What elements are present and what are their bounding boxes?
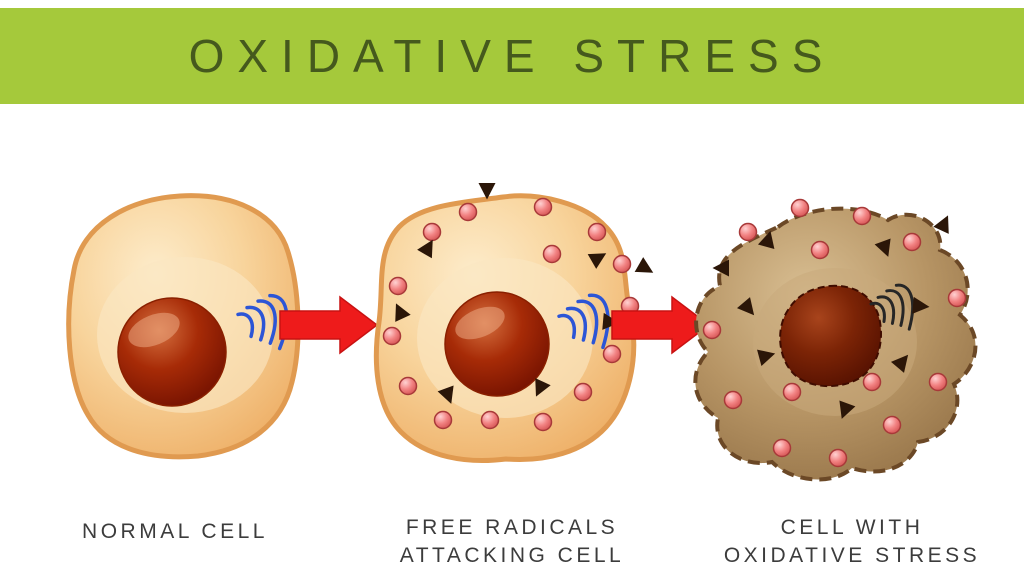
arrow-right-icon <box>611 295 711 355</box>
free-radical-icon <box>772 438 792 458</box>
free-radical-icon <box>542 244 562 264</box>
normal-cell-illustration <box>66 193 301 460</box>
free-radical-icon <box>398 376 418 396</box>
free-radical-icon <box>947 288 967 308</box>
title-banner: OXIDATIVE STRESS <box>0 8 1024 104</box>
attacked-cell-illustration <box>373 183 658 464</box>
stressed-cell-illustration <box>693 198 978 482</box>
page-title: OXIDATIVE STRESS <box>188 30 836 82</box>
free-radical-icon <box>602 344 622 364</box>
nucleus-highlight <box>128 312 180 348</box>
nucleus-highlight <box>455 306 505 340</box>
free-radical-icon <box>533 197 553 217</box>
arrow-right-icon <box>279 295 379 355</box>
free-radical-icon <box>702 320 722 340</box>
free-radical-icon <box>782 382 802 402</box>
free-radical-icon <box>433 410 453 430</box>
free-radical-icon <box>828 448 848 468</box>
free-radical-icon <box>533 412 553 432</box>
damaged-nucleus <box>779 284 882 388</box>
dark-triangle-icon <box>933 211 956 234</box>
label-free-radicals-attacking-cell: FREE RADICALS ATTACKING CELL <box>399 516 625 567</box>
free-radical-icon <box>882 415 902 435</box>
free-radical-icon <box>422 222 442 242</box>
free-radical-icon <box>388 276 408 296</box>
free-radical-icon <box>573 382 593 402</box>
free-radical-icon <box>480 410 500 430</box>
free-radical-icon <box>382 326 402 346</box>
free-radical-icon <box>458 202 478 222</box>
label-normal-cell: NORMAL CELL <box>82 520 268 543</box>
label-cell-with-oxidative-stress: CELL WITH OXIDATIVE STRESS <box>723 516 981 567</box>
free-radical-icon <box>790 198 810 218</box>
nucleus <box>444 291 550 397</box>
free-radical-icon <box>902 232 922 252</box>
free-radical-icon <box>612 254 632 274</box>
free-radical-icon <box>852 206 872 226</box>
free-radical-icon <box>723 390 743 410</box>
free-radical-icon <box>738 222 758 242</box>
dark-triangle-icon <box>634 257 658 281</box>
free-radical-icon <box>587 222 607 242</box>
free-radical-icon <box>862 372 882 392</box>
free-radical-icon <box>928 372 948 392</box>
free-radical-icon <box>810 240 830 260</box>
